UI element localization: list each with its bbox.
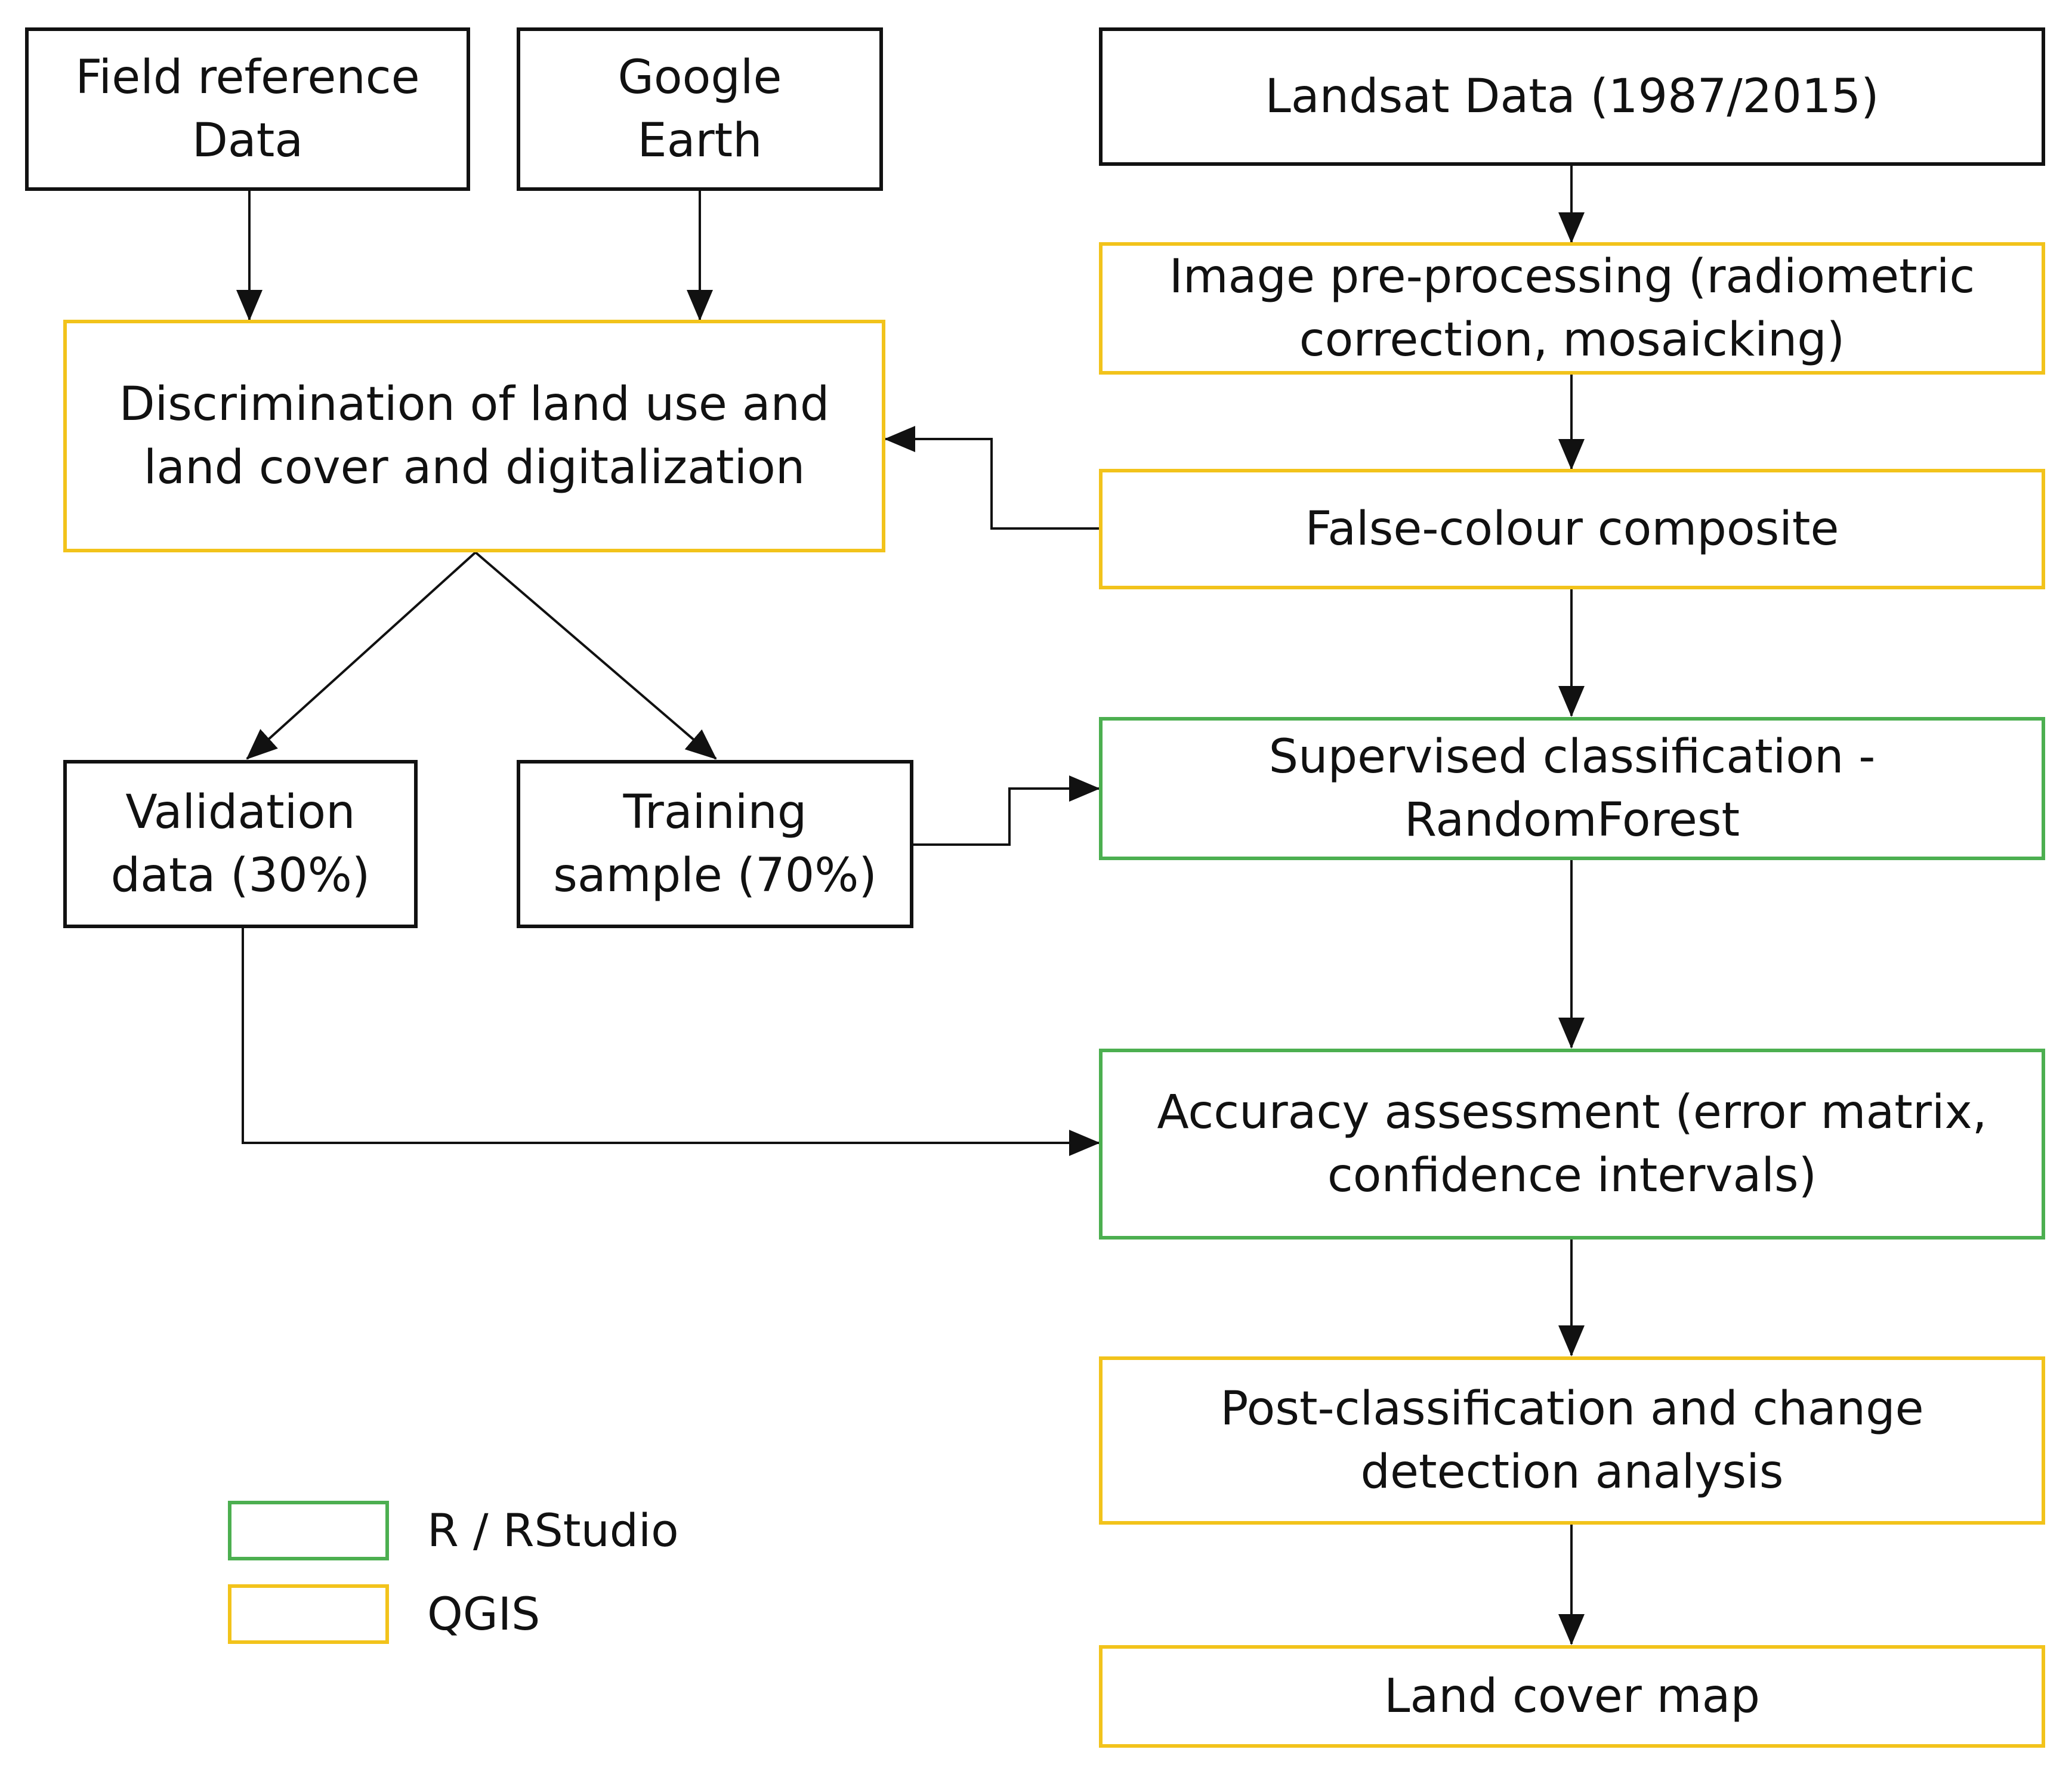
legend-label-r-rstudio: R / RStudio	[427, 1504, 679, 1557]
node-validation-data: Validation data (30%)	[63, 760, 418, 928]
node-training-sample: Training sample (70%)	[517, 760, 913, 928]
edge-discrimination-to-validation	[246, 551, 477, 760]
node-discrimination-land-use: Discrimination of land use and land cove…	[63, 320, 885, 552]
legend-swatch-r-rstudio	[228, 1501, 389, 1560]
legend-label-qgis: QGIS	[427, 1587, 541, 1640]
node-post-classification: Post-classification and change detection…	[1099, 1356, 2045, 1525]
node-landsat-data: Landsat Data (1987/2015)	[1099, 27, 2045, 166]
node-supervised-classification: Supervised classification - RandomForest	[1099, 717, 2045, 860]
node-image-preprocessing: Image pre-processing (radiometric correc…	[1099, 242, 2045, 375]
edge-training-to-supervised	[913, 775, 1100, 846]
node-field-reference-data: Field reference Data	[25, 27, 470, 191]
node-google-earth: Google Earth	[517, 27, 883, 191]
edge-falsecolour-to-discrimination	[884, 426, 1099, 530]
node-land-cover-map: Land cover map	[1099, 1645, 2045, 1748]
node-accuracy-assessment: Accuracy assessment (error matrix, confi…	[1099, 1049, 2045, 1240]
node-false-colour-composite: False-colour composite	[1099, 469, 2045, 589]
edge-validation-to-accuracy	[242, 928, 1100, 1156]
edge-discrimination-to-training	[474, 551, 717, 760]
legend-swatch-qgis	[228, 1584, 389, 1644]
